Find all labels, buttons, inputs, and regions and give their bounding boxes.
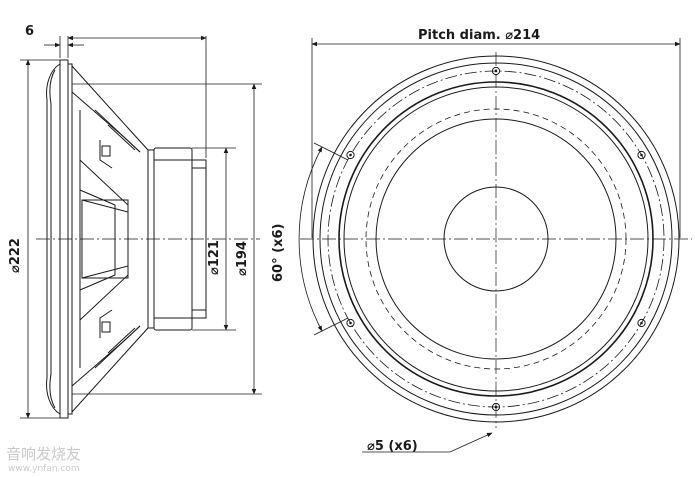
mounting-hole — [491, 402, 501, 412]
mounting-holes — [346, 66, 646, 412]
dim-pitch-diameter: Pitch diam. ⌀214 — [418, 28, 541, 43]
dim-outer-diameter: ⌀222 — [8, 238, 23, 273]
mounting-hole — [637, 318, 646, 328]
dim-magnet-diameter: ⌀121 — [207, 240, 222, 275]
mounting-hole — [346, 318, 355, 328]
mounting-hole-center — [640, 321, 643, 325]
watermark-cn: 音响发烧友 — [6, 445, 82, 463]
mounting-hole — [637, 150, 646, 160]
mounting-hole-center — [349, 321, 352, 325]
dim-flange-thickness: 6 — [25, 24, 35, 39]
mounting-hole — [346, 150, 355, 160]
side-dimensions — [20, 35, 262, 419]
front-view — [298, 52, 692, 428]
dim-hole-angle: 60° (x6) — [271, 223, 286, 282]
mounting-hole-center — [640, 153, 643, 157]
hole-leader — [362, 432, 493, 453]
mounting-hole-center — [494, 405, 498, 409]
watermark-url: www.ynfan.com — [8, 464, 80, 474]
mounting-hole — [491, 66, 501, 76]
pitch-dimension — [311, 38, 681, 238]
side-flange — [59, 59, 69, 419]
dim-hole-diameter: ⌀5 (x6) — [367, 439, 418, 454]
mounting-hole-center — [349, 153, 352, 157]
mounting-hole-center — [494, 69, 498, 73]
dim-mount-diameter: ⌀194 — [235, 241, 250, 276]
side-view — [36, 59, 260, 419]
